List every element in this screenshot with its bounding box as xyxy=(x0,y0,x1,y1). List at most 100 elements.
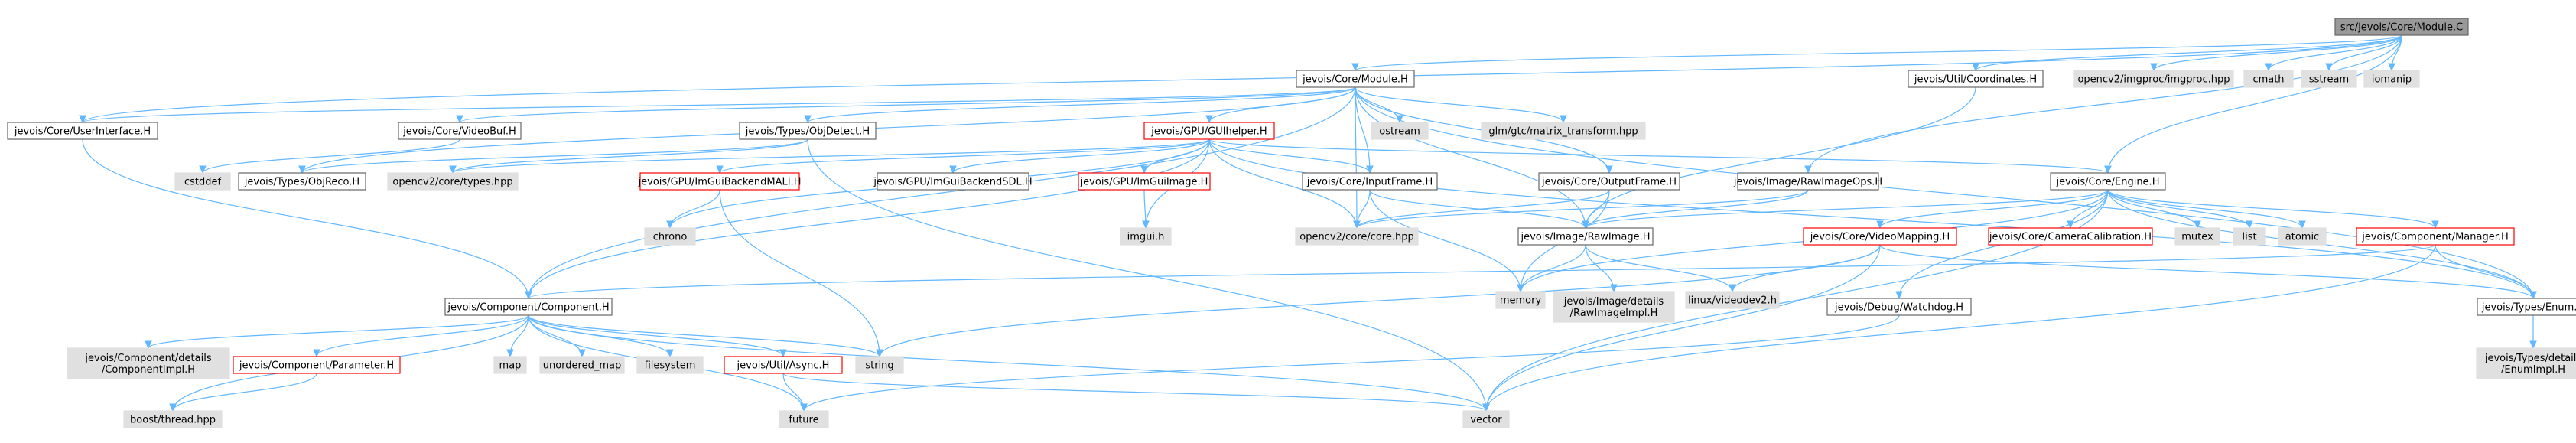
node-engine[interactable]: jevois/Core/Engine.H xyxy=(2050,172,2166,191)
node-label: list xyxy=(2242,232,2256,243)
dependency-edge xyxy=(1582,189,1809,230)
node-enumimpl: jevois/Types/details/EnumImpl.H xyxy=(2476,347,2576,379)
node-label: jevois/Debug/Watchdog.H xyxy=(1834,302,1963,314)
dependency-edge xyxy=(1729,244,1881,293)
node-label: boost/thread.hpp xyxy=(130,415,216,426)
dependency-edge xyxy=(1208,138,1374,174)
node-videomapping[interactable]: jevois/Core/VideoMapping.H xyxy=(1803,227,1957,246)
node-calib[interactable]: jevois/Core/CameraCalibration.H xyxy=(1988,227,2153,246)
node-rawimpl: jevois/Image/details/RawImageImpl.H xyxy=(1553,291,1675,323)
dependency-edge xyxy=(719,189,883,358)
node-label: cmath xyxy=(2252,74,2284,86)
node-label: jevois/Util/Coordinates.H xyxy=(1914,74,2037,86)
dependency-edge xyxy=(716,138,1210,174)
node-map: map xyxy=(493,356,527,374)
node-label: jevois/GPU/ImGuiBackendSDL.H xyxy=(873,177,1032,188)
node-label: jevois/Component/Component.H xyxy=(447,302,609,314)
node-label: jevois/Core/OutputFrame.H xyxy=(1541,177,1677,188)
dependency-edge xyxy=(2107,189,2306,230)
dependency-edge xyxy=(1355,86,1589,230)
node-outputframe[interactable]: jevois/Core/OutputFrame.H xyxy=(1538,172,1680,191)
dependency-edge xyxy=(1582,86,1976,230)
node-imguiimage[interactable]: jevois/GPU/ImGuiImage.H xyxy=(1078,172,1211,191)
node-label: string xyxy=(865,360,893,372)
node-objdetect[interactable]: jevois/Types/ObjDetect.H xyxy=(739,122,877,140)
node-vector: vector xyxy=(1462,410,1510,428)
node-userif[interactable]: jevois/Core/UserInterface.H xyxy=(7,122,158,140)
dependency-edge xyxy=(528,314,787,358)
node-watchdog[interactable]: jevois/Debug/Watchdog.H xyxy=(1826,298,1972,316)
dependency-edge xyxy=(2265,34,2402,72)
node-label: jevois/Types/Enum.H xyxy=(2481,302,2576,314)
dependency-edge xyxy=(169,373,317,412)
node-guihelper[interactable]: jevois/GPU/GUIhelper.H xyxy=(1143,122,1275,140)
dependency-edge xyxy=(2107,189,2439,230)
dependency-edge xyxy=(1208,138,2537,300)
node-unorderedmap: unordered_map xyxy=(539,356,625,374)
dependency-edge xyxy=(199,138,460,174)
node-label: imgui.h xyxy=(1127,232,1165,243)
node-manager[interactable]: jevois/Component/Manager.H xyxy=(2356,227,2515,246)
node-label: jevois/Core/UserInterface.H xyxy=(14,126,151,138)
dependency-edge xyxy=(82,138,532,300)
node-videobuf[interactable]: jevois/Core/VideoBuf.H xyxy=(398,122,522,140)
node-component[interactable]: jevois/Component/Component.H xyxy=(444,298,613,316)
node-parameter[interactable]: jevois/Component/Parameter.H xyxy=(233,356,401,374)
node-rawimage[interactable]: jevois/Image/RawImage.H xyxy=(1517,227,1654,246)
node-objreco[interactable]: jevois/Types/ObjReco.H xyxy=(238,172,366,191)
node-label: opencv2/core/core.hpp xyxy=(1299,232,1414,243)
node-async[interactable]: jevois/Util/Async.H xyxy=(724,356,843,374)
node-label: iomanip xyxy=(2372,74,2412,86)
dependency-edge xyxy=(1582,189,2109,230)
node-label: map xyxy=(499,360,522,372)
node-coords[interactable]: jevois/Util/Coordinates.H xyxy=(1908,70,2044,88)
node-label: jevois/Types/details/EnumImpl.H xyxy=(2484,353,2576,376)
edge-layer xyxy=(79,34,2537,412)
node-compimpl: jevois/Component/details/ComponentImpl.H xyxy=(67,347,230,379)
node-cvcore: opencv2/core/core.hpp xyxy=(1295,227,1419,246)
dependency-edge xyxy=(800,314,1900,412)
node-future: future xyxy=(779,410,829,428)
node-cstddef: cstddef xyxy=(174,172,231,191)
node-mali[interactable]: jevois/GPU/ImGuiBackendMALI.H xyxy=(638,172,802,191)
node-label: jevois/Util/Async.H xyxy=(737,360,830,372)
node-enumh[interactable]: jevois/Types/Enum.H xyxy=(2477,298,2576,316)
dependency-edge xyxy=(1355,86,1567,124)
node-mutex: mutex xyxy=(2174,227,2220,246)
node-ostream: ostream xyxy=(1371,122,1429,140)
node-root[interactable]: src/jevois/Core/Module.C xyxy=(2334,18,2469,36)
node-label: jevois/Core/CameraCalibration.H xyxy=(1989,232,2152,243)
node-inputframe[interactable]: jevois/Core/InputFrame.H xyxy=(1302,172,1438,191)
node-sstream: sstream xyxy=(2301,70,2357,88)
node-moduleh[interactable]: jevois/Core/Module.H xyxy=(1296,70,1415,88)
dependency-edge xyxy=(1482,244,1881,412)
node-videodev2: linux/videodev2.h xyxy=(1685,291,1780,309)
node-rawimageops[interactable]: jevois/Image/RawImageOps.H xyxy=(1733,172,1882,191)
node-label: src/jevois/Core/Module.C xyxy=(2340,22,2463,34)
node-label: sstream xyxy=(2309,74,2349,86)
node-label: opencv2/imgproc/imgproc.hpp xyxy=(2077,74,2230,86)
dependency-edge xyxy=(1972,34,2402,72)
dependency-edge xyxy=(1804,34,2402,174)
node-chrono: chrono xyxy=(644,227,696,246)
dependency-edge xyxy=(949,138,1210,174)
node-label: jevois/Component/Manager.H xyxy=(2361,232,2509,243)
node-label: jevois/Image/RawImageOps.H xyxy=(1733,177,1882,188)
node-sdl[interactable]: jevois/GPU/ImGuiBackendSDL.H xyxy=(873,172,1033,191)
node-label: jevois/Types/ObjReco.H xyxy=(244,177,359,188)
dependency-edge xyxy=(313,314,529,358)
node-label: filesystem xyxy=(645,360,696,372)
node-label: jevois/Component/details/ComponentImpl.H xyxy=(84,353,211,376)
node-layer: src/jevois/Core/Module.C jevois/Core/Modu… xyxy=(7,18,2576,428)
dependency-edge xyxy=(528,314,883,358)
node-label: atomic xyxy=(2285,232,2319,243)
node-boostthread: boost/thread.hpp xyxy=(123,410,223,428)
dependency-edge xyxy=(449,138,1210,174)
node-label: unordered_map xyxy=(543,360,622,372)
node-label: ostream xyxy=(1379,126,1420,138)
node-cmath: cmath xyxy=(2243,70,2294,88)
node-label: jevois/GPU/ImGuiBackendMALI.H xyxy=(638,177,802,188)
dependency-edge xyxy=(79,86,1356,124)
dependency-edge xyxy=(1353,189,1610,230)
node-label: jevois/Image/details/RawImageImpl.H xyxy=(1563,296,1664,319)
